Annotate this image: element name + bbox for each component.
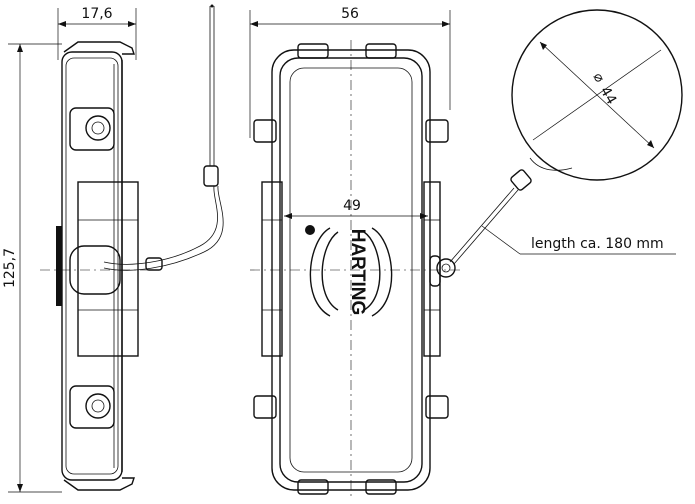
- front-view: 56 49: [249, 6, 460, 500]
- ring-and-cord: ⌀ 44 length ca. 180 mm: [449, 9, 683, 265]
- side-view: 17,6 125,7: [2, 4, 224, 493]
- dim-ring-diameter: 44: [597, 84, 620, 108]
- dim-height: 125,7: [2, 248, 18, 288]
- dim-ring-diameter-symbol: ⌀: [590, 70, 608, 86]
- dim-inner-width: 49: [343, 198, 361, 214]
- marker-dot: [305, 225, 315, 235]
- ring: [511, 9, 683, 181]
- dim-side-width: 17,6: [81, 6, 112, 22]
- cable-length-note: length ca. 180 mm: [531, 236, 664, 252]
- dim-front-width: 56: [341, 6, 359, 22]
- harting-logo: HARTING: [309, 227, 393, 317]
- logo-text: HARTING: [347, 229, 368, 316]
